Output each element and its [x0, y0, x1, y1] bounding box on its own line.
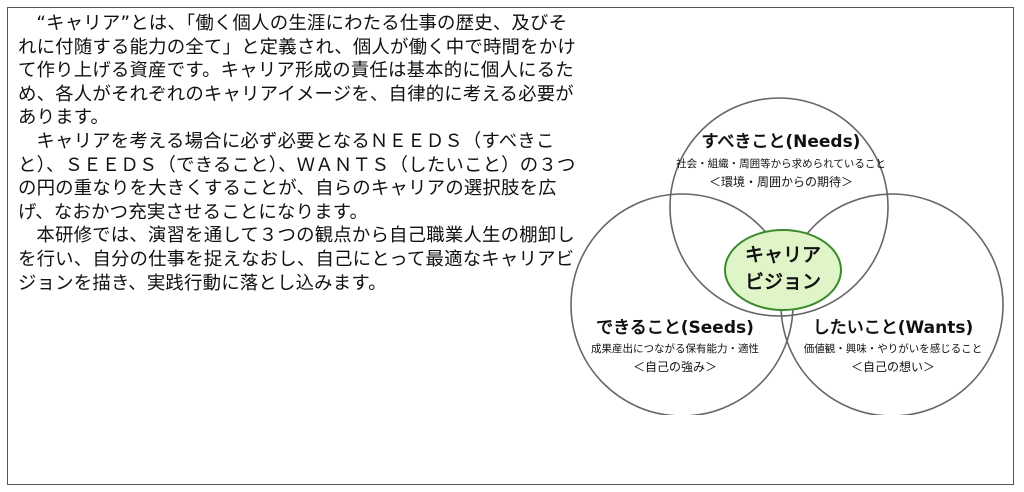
venn-svg: キャリア ビジョン すべきこと(Needs) 社会・組織・周囲等から求められてい… — [570, 97, 1004, 417]
wants-description: 価値観・興味・やりがいを感じること — [804, 342, 983, 355]
center-label-line1: キャリア — [745, 244, 821, 266]
seeds-description: 成果産出につながる保有能力・適性 — [591, 342, 759, 355]
wants-subtitle: ＜自己の想い＞ — [851, 359, 935, 374]
wants-title: したいこと(Wants) — [813, 318, 974, 338]
needs-description: 社会・組織・周囲等から求められていること — [676, 157, 886, 170]
seeds-subtitle: ＜自己の強み＞ — [633, 360, 717, 374]
career-venn-diagram: キャリア ビジョン すべきこと(Needs) 社会・組織・周囲等から求められてい… — [560, 95, 1010, 417]
career-vision-ellipse — [724, 229, 842, 311]
description-text: “キャリア”とは、「働く個人の生涯にわたる仕事の歴史、及びそれに付随する能力の全… — [18, 12, 578, 295]
needs-circle — [669, 97, 889, 317]
needs-subtitle: ＜環境・周囲からの期待＞ — [709, 174, 853, 189]
center-label-line2: ビジョン — [745, 271, 821, 293]
seeds-title: できること(Seeds) — [596, 318, 754, 338]
paragraph-1: “キャリア”とは、「働く個人の生涯にわたる仕事の歴史、及びそれに付随する能力の全… — [18, 13, 576, 129]
paragraph-2: キャリアを考える場合に必ず必要となるＮＥＥＤＳ（すべきこと）、ＳＥＥＤＳ（できる… — [18, 130, 576, 223]
needs-title: すべきこと(Needs) — [702, 132, 861, 152]
paragraph-3: 本研修では、演習を通して３つの観点から自己職業人生の棚卸しを行い、自分の仕事を捉… — [18, 225, 575, 294]
